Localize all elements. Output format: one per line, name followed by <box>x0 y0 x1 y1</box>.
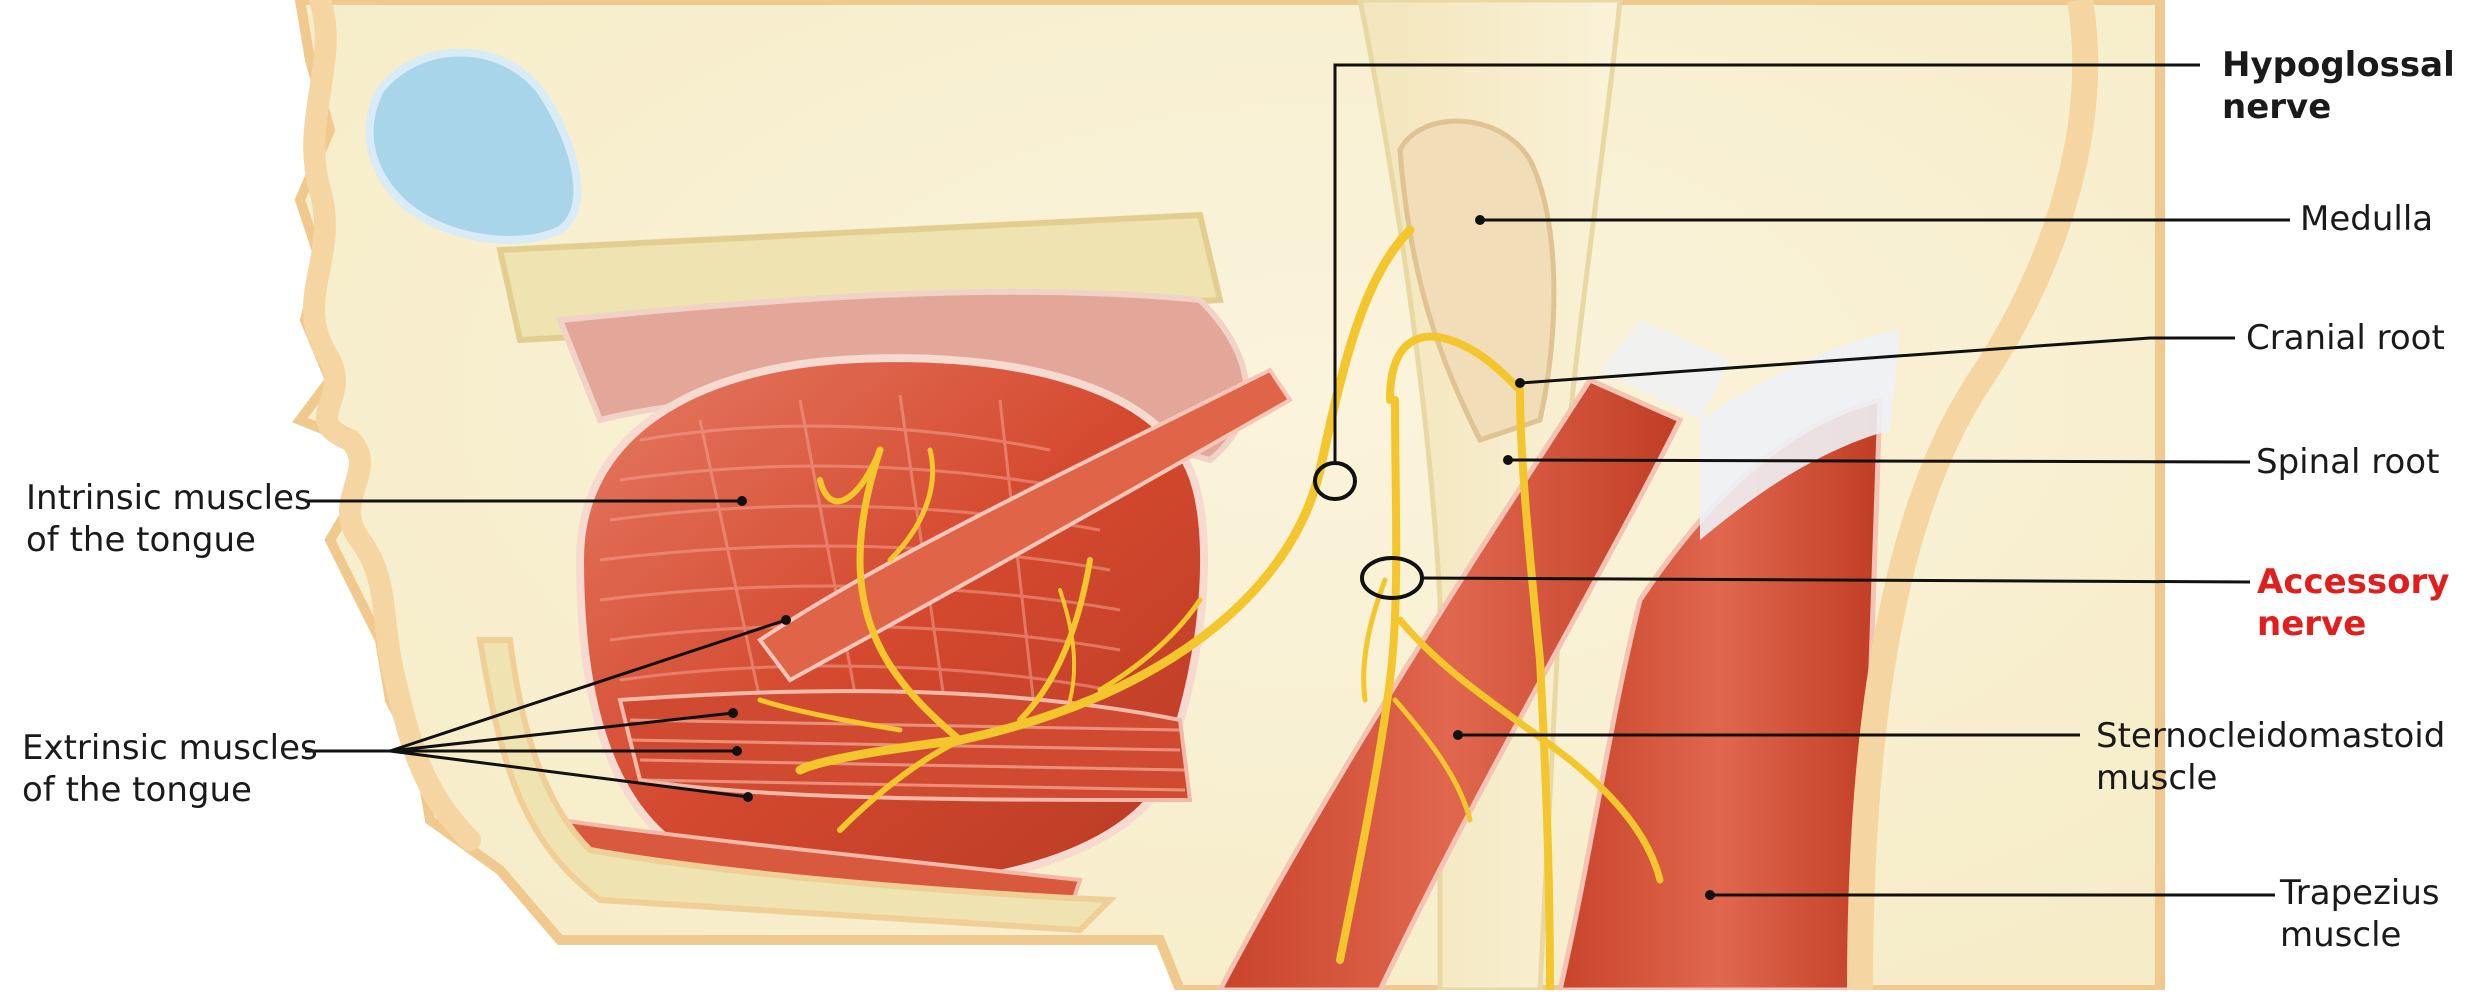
label-intrinsic-line1: Intrinsic muscles <box>26 477 312 519</box>
label-hypoglossal-nerve: Hypoglossal nerve <box>2222 44 2455 128</box>
label-trapezius-line2: muscle <box>2280 914 2440 956</box>
label-intrinsic-line2: of the tongue <box>26 519 312 561</box>
label-cranial-root-line1: Cranial root <box>2246 317 2445 359</box>
label-extrinsic-muscles: Extrinsic muscles of the tongue <box>22 727 318 811</box>
label-trapezius-line1: Trapezius <box>2280 872 2440 914</box>
label-trapezius: Trapezius muscle <box>2280 872 2440 956</box>
label-accessory-nerve: Accessory nerve <box>2257 561 2449 645</box>
label-hypoglossal-line1: Hypoglossal <box>2222 44 2455 86</box>
leader-spinal-root <box>1508 460 2250 462</box>
label-medulla: Medulla <box>2300 198 2433 240</box>
label-sternocleidomastoid: Sternocleidomastoid muscle <box>2096 715 2445 799</box>
label-scm-line1: Sternocleidomastoid <box>2096 715 2445 757</box>
label-hypoglossal-line2: nerve <box>2222 86 2455 128</box>
label-intrinsic-muscles: Intrinsic muscles of the tongue <box>26 477 312 561</box>
label-medulla-line1: Medulla <box>2300 198 2433 240</box>
label-spinal-root-line1: Spinal root <box>2256 441 2439 483</box>
label-extrinsic-line2: of the tongue <box>22 769 318 811</box>
label-accessory-line1: Accessory <box>2257 561 2449 603</box>
label-accessory-line2: nerve <box>2257 603 2449 645</box>
label-scm-line2: muscle <box>2096 757 2445 799</box>
label-spinal-root: Spinal root <box>2256 441 2439 483</box>
label-extrinsic-line1: Extrinsic muscles <box>22 727 318 769</box>
label-cranial-root: Cranial root <box>2246 317 2445 359</box>
